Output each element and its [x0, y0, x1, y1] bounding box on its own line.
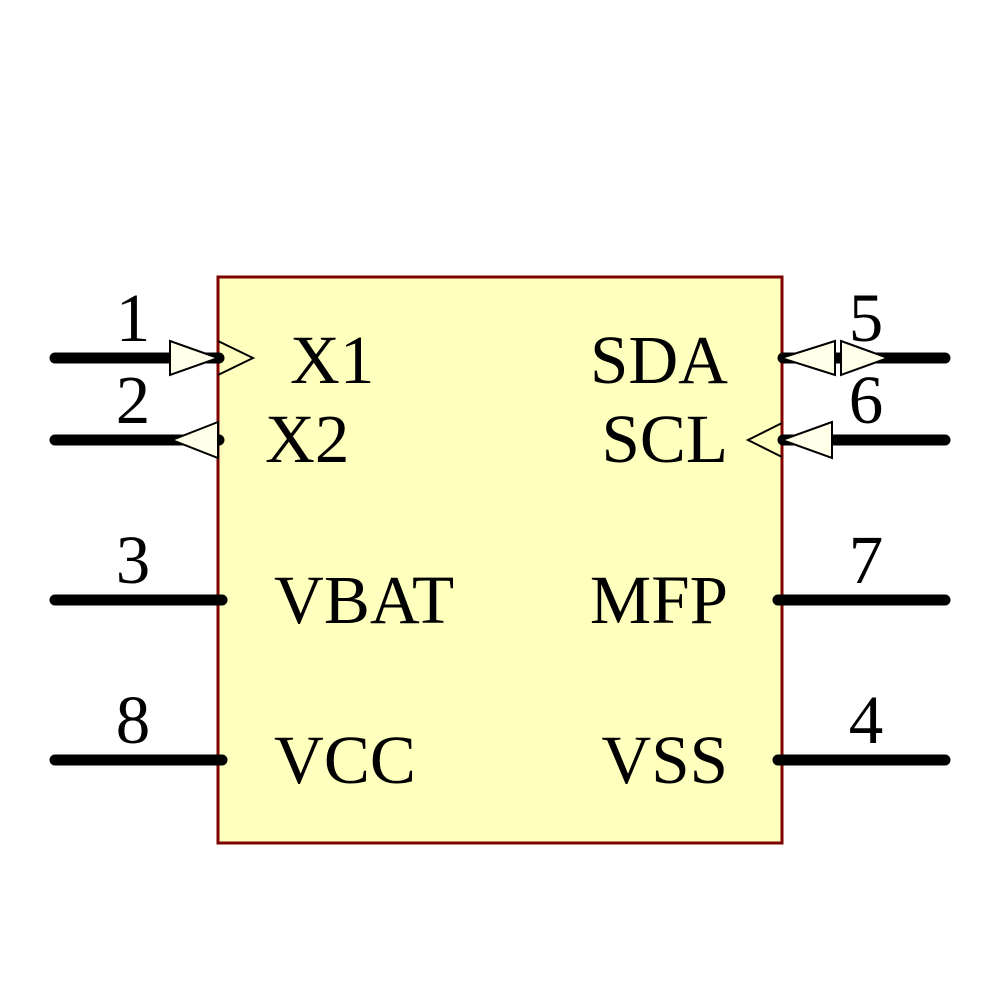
pin-5-number: 5 — [849, 280, 884, 356]
pin-8-number: 8 — [116, 682, 151, 758]
pin-3-number: 3 — [116, 522, 151, 598]
input-chevron-icon — [217, 340, 256, 376]
input-arrow-icon — [169, 339, 221, 377]
bidirectional-arrow-right-icon — [840, 339, 891, 377]
pin-6: 6 SCL — [601, 362, 951, 477]
output-arrow-icon — [169, 420, 219, 460]
pin-5-name: SDA — [590, 322, 728, 398]
pin-6-number: 6 — [849, 362, 884, 438]
pin-8-name: VCC — [274, 722, 416, 798]
pin-1: 1 X1 — [49, 280, 374, 398]
input-chevron-icon — [745, 422, 783, 458]
pin-2-name: X2 — [265, 401, 349, 477]
pin-8: 8 VCC — [49, 682, 416, 798]
pin-3-name: VBAT — [274, 562, 454, 638]
pin-1-name: X1 — [290, 322, 374, 398]
bidirectional-arrow-left-icon — [777, 339, 836, 377]
pin-2: 2 X2 — [49, 362, 349, 477]
pin-1-number: 1 — [116, 280, 151, 356]
pin-4-name: VSS — [601, 722, 728, 798]
pin-3: 3 VBAT — [49, 522, 454, 638]
pin-7-name: MFP — [590, 562, 728, 638]
pin-4: 4 VSS — [601, 682, 951, 798]
pin-5: 5 SDA — [590, 280, 951, 398]
pin-7-number: 7 — [849, 522, 884, 598]
input-arrow-icon — [779, 420, 833, 460]
pin-2-number: 2 — [116, 362, 151, 438]
pin-7: 7 MFP — [590, 522, 951, 638]
pin-6-name: SCL — [601, 401, 728, 477]
pin-4-number: 4 — [849, 682, 884, 758]
ic-body — [216, 275, 784, 845]
